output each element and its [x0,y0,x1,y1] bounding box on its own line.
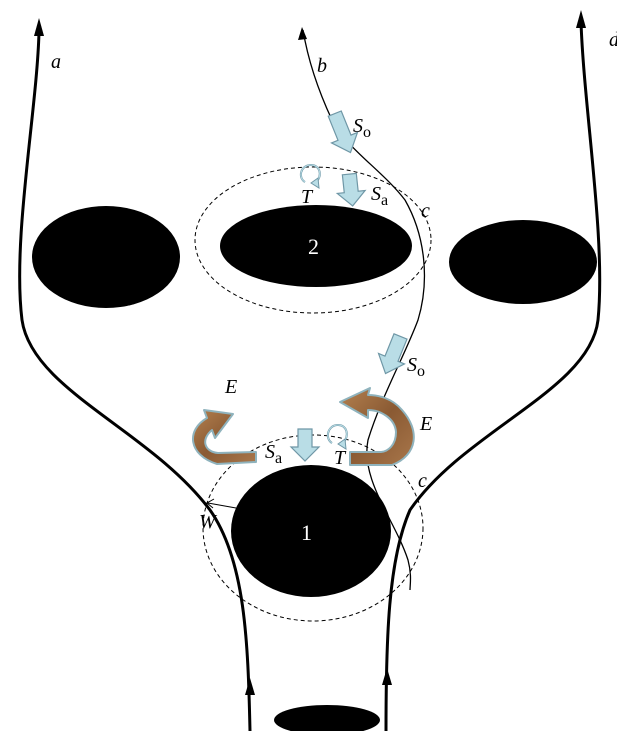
arrowhead-b-icon [298,27,307,40]
label-c-lower: c [418,470,427,492]
arrowhead-d-icon [576,10,586,28]
w-arrow-icon [207,499,236,508]
label-t-upper: T [301,186,314,208]
label-e-right: E [419,413,432,435]
label-e-left: E [224,376,237,398]
arrowhead-a-icon [34,18,44,36]
body-bottom [274,705,380,731]
label-a: a [51,51,61,73]
label-c-upper: c [421,200,430,222]
body-2-label: 2 [308,234,319,259]
eddy-arrow-left-icon [193,410,256,464]
label-w: W [199,511,218,533]
label-d: d [609,29,617,51]
flux-arrow-sa-upper [335,173,366,208]
label-b: b [317,55,327,77]
flux-arrow-sa-lower [291,429,319,461]
eddy-arrow-right-icon [340,388,414,465]
body-left [32,206,180,308]
label-so-lower: So [407,354,425,380]
label-t-lower: T [334,447,347,469]
body-right [449,220,597,304]
label-sa-upper: Sa [371,183,388,209]
label-sa-lower: Sa [265,441,282,467]
arrowhead-a-bottom-icon [245,678,255,695]
body-1-label: 1 [301,520,312,545]
arrowhead-d-bottom-icon [382,668,392,685]
torque-curl-upper-icon [301,165,320,188]
torque-curl-lower-icon [328,425,347,449]
streamline-a [20,32,250,731]
